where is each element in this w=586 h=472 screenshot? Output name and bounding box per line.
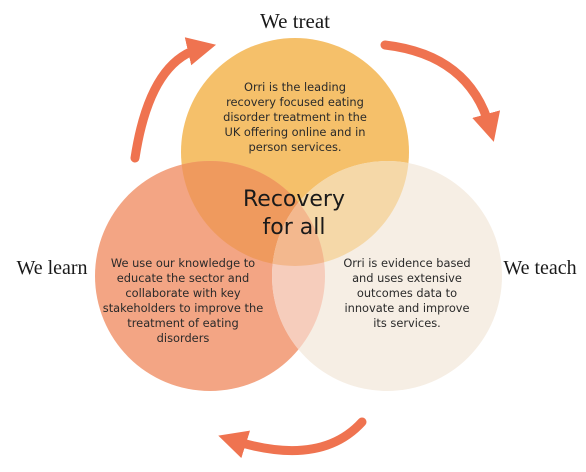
- learn-text-line: stakeholders to improve the: [103, 301, 263, 315]
- arrow-learn-to-treat: [130, 37, 217, 163]
- learn-text-line: We use our knowledge to: [111, 256, 255, 270]
- treat-text-line: disorder treatment in the: [223, 110, 367, 124]
- learn-text-line: treatment of eating: [127, 316, 238, 330]
- center-title-line2: for all: [263, 215, 326, 240]
- center-title-line1: Recovery: [243, 187, 345, 212]
- treat-text-line: UK offering online and in: [225, 125, 366, 139]
- treat-text-line: person services.: [248, 140, 341, 154]
- teach-text-block: Orri is evidence based and uses extensiv…: [343, 256, 470, 330]
- learn-text-line: collaborate with key: [125, 286, 240, 300]
- arrow-teach-to-learn: [218, 417, 367, 459]
- treat-text-line: Orri is the leading: [244, 80, 346, 94]
- overlap-treat-teach: [272, 161, 409, 266]
- teach-text-line: its services.: [373, 316, 441, 330]
- arrow-treat-to-teach: [380, 40, 501, 142]
- teach-text-line: and uses extensive: [352, 271, 462, 285]
- label-we-teach: We teach: [503, 257, 576, 279]
- learn-text-line: educate the sector and: [117, 271, 249, 285]
- treat-text-line: recovery focused eating: [226, 95, 364, 109]
- learn-text-line: disorders: [157, 331, 210, 345]
- teach-text-line: Orri is evidence based: [343, 256, 470, 270]
- learn-text-block: We use our knowledge to educate the sect…: [103, 256, 263, 345]
- label-we-learn: We learn: [16, 257, 87, 279]
- teach-text-line: outcomes data to: [357, 286, 457, 300]
- overlap-treat-learn: [181, 161, 325, 266]
- teach-text-line: innovate and improve: [344, 301, 469, 315]
- label-we-treat: We treat: [260, 9, 330, 33]
- treat-text-block: Orri is the leading recovery focused eat…: [223, 80, 367, 154]
